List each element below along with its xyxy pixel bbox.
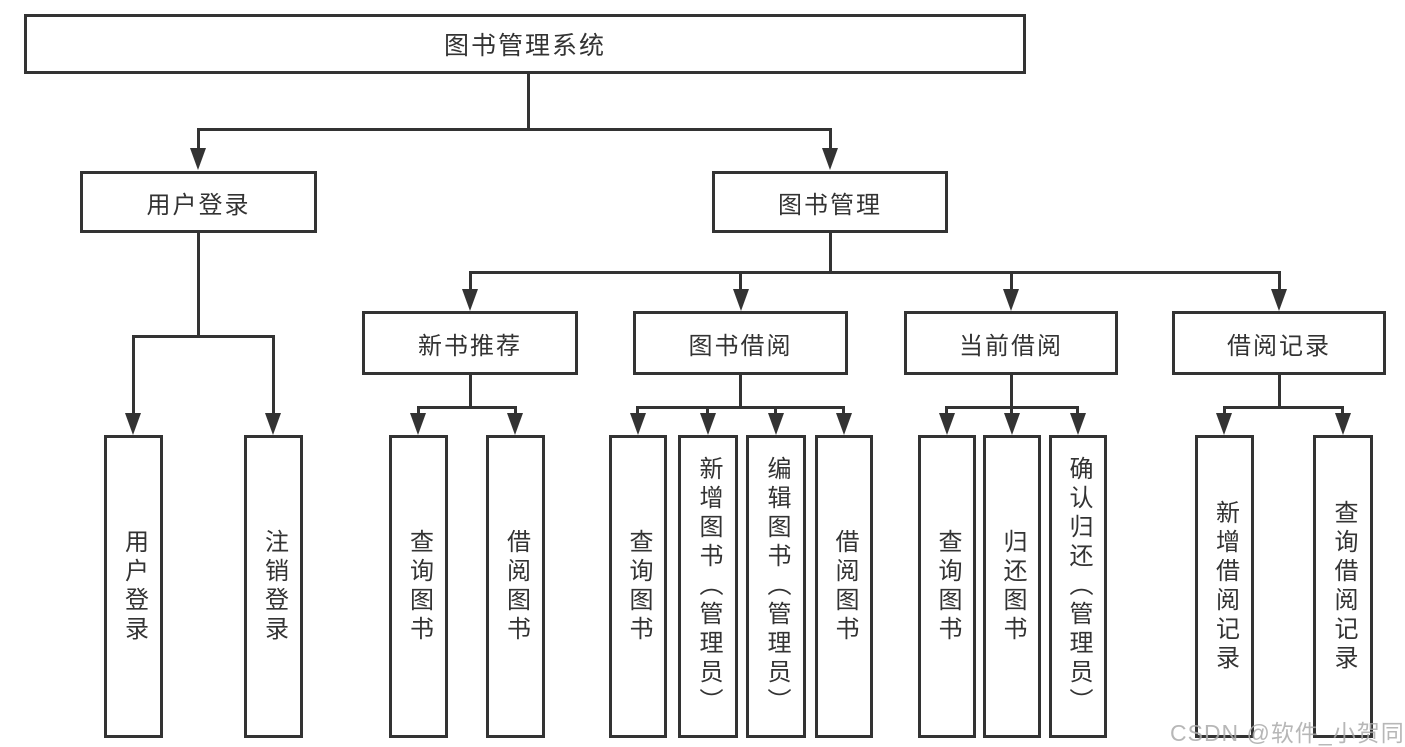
leaf-query-books-recommend: 查询图书 (389, 435, 448, 738)
connector-book-management-stem (829, 231, 832, 274)
connector-root-stem (527, 74, 530, 131)
connector-leaf-shaft (774, 406, 777, 415)
leaf-label: 归还图书 (999, 528, 1026, 645)
leaf-logout: 注销登录 (244, 435, 303, 738)
leaf-query-borrow-record: 查询借阅记录 (1313, 435, 1373, 738)
node-label: 当前借阅 (959, 332, 1063, 360)
connector-leaf-shaft (417, 406, 420, 415)
arrow-down-icon (190, 148, 206, 170)
connector-new-book-stem (469, 373, 472, 409)
arrow-down-icon (1070, 413, 1086, 435)
leaf-label: 确认归还（管理员） (1065, 456, 1092, 717)
connector-book-borrowing-hline (636, 406, 845, 409)
arrow-down-icon (700, 413, 716, 435)
leaf-edit-book-admin: 编辑图书（管理员） (746, 435, 806, 738)
arrow-down-icon (462, 289, 478, 311)
leaf-add-book-admin: 新增图书（管理员） (678, 435, 738, 738)
leaf-label: 借阅图书 (502, 528, 530, 645)
node-label: 用户登录 (146, 191, 251, 219)
connector-new-book-hline (417, 406, 517, 409)
leaf-confirm-return-admin: 确认归还（管理员） (1049, 435, 1107, 738)
connector-level3-shaft (1278, 271, 1281, 291)
connector-leaf-shaft (842, 406, 845, 415)
arrow-down-icon (1216, 413, 1232, 435)
connector-user-login-stem (197, 231, 200, 338)
arrow-down-icon (410, 413, 426, 435)
arrow-down-icon (1004, 413, 1020, 435)
connector-level3-shaft (469, 271, 472, 291)
connector-user-login-shaft (197, 128, 200, 150)
node-new-book-recommendation: 新书推荐 (362, 311, 578, 375)
leaf-label: 借阅图书 (831, 528, 858, 645)
leaf-query-books-borrowing: 查询图书 (609, 435, 667, 738)
connector-leaf-shaft (272, 335, 275, 415)
connector-leaf-shaft (1010, 406, 1013, 415)
leaf-label: 新增借阅记录 (1211, 499, 1239, 674)
leaf-return-books: 归还图书 (983, 435, 1041, 738)
leaf-add-borrow-record: 新增借阅记录 (1195, 435, 1254, 738)
leaf-label: 用户登录 (120, 528, 148, 645)
connector-leaf-shaft (1223, 406, 1226, 415)
leaf-label: 查询借阅记录 (1330, 499, 1357, 674)
node-label: 图书管理系统 (443, 32, 606, 60)
arrow-down-icon (939, 413, 955, 435)
connector-leaf-shaft (1341, 406, 1344, 415)
connector-leaf-shaft (636, 406, 639, 415)
arrow-down-icon (1003, 289, 1019, 311)
connector-current-borrowing-stem (1010, 373, 1013, 409)
arrow-down-icon (125, 413, 141, 435)
arrow-down-icon (768, 413, 784, 435)
connector-book-management-shaft (829, 128, 832, 150)
arrow-down-icon (265, 413, 281, 435)
node-label: 借阅记录 (1227, 332, 1331, 360)
leaf-label: 查询图书 (625, 528, 652, 645)
arrow-down-icon (733, 289, 749, 311)
connector-borrowing-records-stem (1278, 373, 1281, 409)
connector-level3-shaft (739, 271, 742, 291)
node-user-login: 用户登录 (80, 171, 317, 233)
leaf-label: 查询图书 (934, 528, 961, 645)
node-label: 图书借阅 (688, 332, 793, 360)
leaf-borrow-books-borrowing: 借阅图书 (815, 435, 873, 738)
arrow-down-icon (630, 413, 646, 435)
connector-borrowing-records-hline (1223, 406, 1344, 409)
arrow-down-icon (836, 413, 852, 435)
arrow-down-icon (822, 148, 838, 170)
connector-user-login-hline (132, 335, 275, 338)
connector-leaf-shaft (945, 406, 948, 415)
leaf-query-books-current: 查询图书 (918, 435, 976, 738)
node-borrowing-records: 借阅记录 (1172, 311, 1386, 375)
node-book-borrowing: 图书借阅 (633, 311, 848, 375)
connector-book-management-hline (469, 271, 1281, 274)
connector-leaf-shaft (514, 406, 517, 415)
connector-leaf-shaft (706, 406, 709, 415)
connector-leaf-shaft (132, 335, 135, 415)
node-library-management-system: 图书管理系统 (24, 14, 1026, 74)
node-book-management: 图书管理 (712, 171, 948, 233)
leaf-user-login: 用户登录 (104, 435, 163, 738)
leaf-label: 查询图书 (405, 528, 433, 645)
node-current-borrowing: 当前借阅 (904, 311, 1118, 375)
arrow-down-icon (1335, 413, 1351, 435)
connector-level3-shaft (1010, 271, 1013, 291)
connector-leaf-shaft (1076, 406, 1079, 415)
arrow-down-icon (1271, 289, 1287, 311)
node-label: 图书管理 (778, 191, 882, 219)
arrow-down-icon (507, 413, 523, 435)
leaf-label: 编辑图书（管理员） (763, 456, 790, 717)
leaf-label: 新增图书（管理员） (695, 456, 722, 717)
csdn-watermark: CSDN @软件_小贺同学 (1170, 720, 1405, 746)
leaf-label: 注销登录 (260, 528, 288, 645)
connector-book-borrowing-stem (739, 373, 742, 409)
node-label: 新书推荐 (418, 332, 522, 360)
connector-root-hline (197, 128, 832, 131)
leaf-borrow-books-recommend: 借阅图书 (486, 435, 545, 738)
